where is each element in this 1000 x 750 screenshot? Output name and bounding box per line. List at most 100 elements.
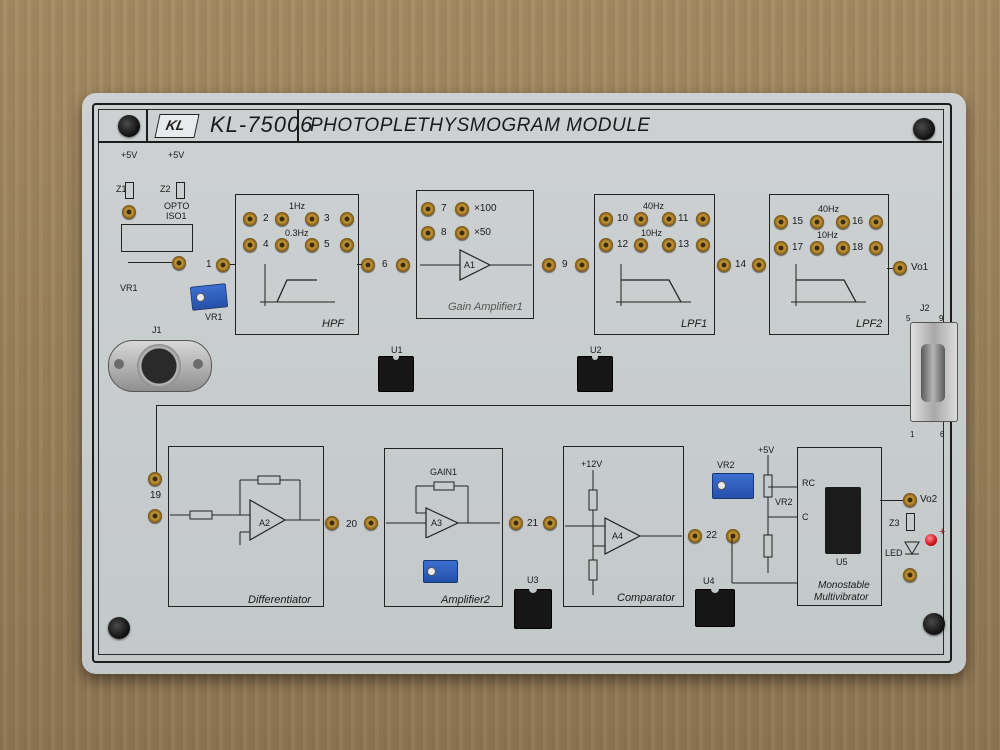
jack-lpf1[interactable] (634, 238, 648, 252)
hpf-pin: 4 (263, 239, 269, 250)
jack-diff-in[interactable] (148, 509, 162, 523)
jack-lpf1[interactable] (599, 238, 613, 252)
jack-gain[interactable] (421, 226, 435, 240)
jack-lpf1-in[interactable] (575, 258, 589, 272)
jack-comp-out[interactable] (688, 529, 702, 543)
multivibrator-label: Multivibrator (814, 592, 869, 603)
vr2-trimpot[interactable] (712, 473, 754, 499)
led-indicator (925, 534, 937, 546)
jack-hpf[interactable] (340, 212, 354, 226)
wire (887, 268, 893, 269)
jack-sensor-out[interactable] (172, 256, 186, 270)
hpf-pin: 5 (324, 239, 330, 250)
jack-hpf[interactable] (305, 212, 319, 226)
lpf2-freq-top: 40Hz (818, 204, 840, 214)
jack-hpf[interactable] (275, 238, 289, 252)
gain-out-pin: 9 (562, 259, 568, 270)
lpf1-pin: 10 (617, 213, 629, 224)
j2-pin9: 9 (939, 314, 944, 323)
jack-hpf[interactable] (243, 212, 257, 226)
screw-icon (923, 613, 945, 635)
wire (880, 500, 903, 501)
vr1-trimpot[interactable] (189, 283, 229, 311)
j2-pin5: 5 (906, 314, 911, 323)
jack-lpf2-in[interactable] (752, 258, 766, 272)
din-screw-right (193, 359, 203, 369)
wire (156, 405, 910, 406)
ic-socket-u1 (378, 356, 414, 392)
jack-lpf1-out[interactable] (717, 258, 731, 272)
jack-lpf1[interactable] (696, 212, 710, 226)
jack-lpf2[interactable] (869, 215, 883, 229)
jack-vo1[interactable] (893, 261, 907, 275)
jack-hpf[interactable] (340, 238, 354, 252)
j2-pin1: 1 (910, 430, 915, 439)
jack-amp2-in[interactable] (364, 516, 378, 530)
gain1-trimpot[interactable] (423, 560, 458, 583)
hpf-freq-top: 1Hz (289, 201, 306, 211)
brand-logo: KL (154, 114, 200, 138)
sensor-v2: +5V (168, 150, 185, 160)
jack-lpf1[interactable] (696, 238, 710, 252)
lpf1-pin: 12 (617, 239, 629, 250)
jack-lpf2[interactable] (810, 241, 824, 255)
jack-lpf2[interactable] (836, 215, 850, 229)
resistor-z1 (125, 182, 134, 199)
jack-lpf2[interactable] (774, 215, 788, 229)
jack-lpf1[interactable] (634, 212, 648, 226)
u3-label: U3 (527, 575, 539, 585)
jack-comp-in[interactable] (543, 516, 557, 530)
jack-lpf2[interactable] (774, 241, 788, 255)
differentiator-label: Differentiator (248, 594, 311, 606)
jack-led-gnd[interactable] (903, 568, 917, 582)
db9-shell (921, 344, 945, 402)
jack-gain[interactable] (455, 202, 469, 216)
lpf2-label: LPF2 (856, 318, 883, 330)
mono-supply: +5V (758, 445, 775, 455)
diff-out-pin: 20 (346, 519, 358, 530)
gain-pin: 8 (441, 227, 447, 238)
j2-pin6: 6 (940, 430, 945, 439)
jack-diff-out[interactable] (325, 516, 339, 530)
jack-hpf[interactable] (305, 238, 319, 252)
c-label: C (802, 512, 809, 522)
jack-mono-in[interactable] (726, 529, 740, 543)
jack-amp2-out[interactable] (509, 516, 523, 530)
header-separator (297, 109, 299, 142)
screw-icon (108, 617, 130, 639)
z2-label: Z2 (160, 184, 171, 194)
jack-hpf-in[interactable] (216, 258, 230, 272)
brand-logo-text: KL (164, 117, 187, 133)
jack-vo2[interactable] (903, 493, 917, 507)
led-symbol (904, 541, 920, 555)
jack-gain[interactable] (421, 202, 435, 216)
comparator-block (563, 446, 684, 607)
jack-lpf2[interactable] (869, 241, 883, 255)
jack-lpf1[interactable] (599, 212, 613, 226)
lpf2-block (769, 194, 889, 335)
jack-lpf2[interactable] (810, 215, 824, 229)
jack-gain-out[interactable] (542, 258, 556, 272)
optoisolator (121, 224, 193, 252)
lpf1-block (594, 194, 715, 335)
jack-lpf1[interactable] (662, 238, 676, 252)
jack-hpf[interactable] (243, 238, 257, 252)
jack-gain-in[interactable] (396, 258, 410, 272)
jack-hpf[interactable] (275, 212, 289, 226)
din-socket[interactable] (137, 344, 181, 388)
amp-a4-circuit (565, 470, 682, 595)
gain-x50: ×50 (474, 227, 491, 238)
lpf2-pin: 15 (792, 216, 804, 227)
jack-hpf-out[interactable] (361, 258, 375, 272)
hpf-freq-bottom: 0.3Hz (285, 228, 309, 238)
screw-icon (118, 115, 140, 137)
wire (156, 405, 157, 473)
jack-gain[interactable] (455, 226, 469, 240)
jack-19[interactable] (148, 472, 162, 486)
jack-z1[interactable] (122, 205, 136, 219)
wire (128, 262, 172, 263)
jack-lpf2[interactable] (836, 241, 850, 255)
u5-label: U5 (836, 557, 848, 567)
ic-socket-u4 (695, 589, 735, 627)
jack-lpf1[interactable] (662, 212, 676, 226)
